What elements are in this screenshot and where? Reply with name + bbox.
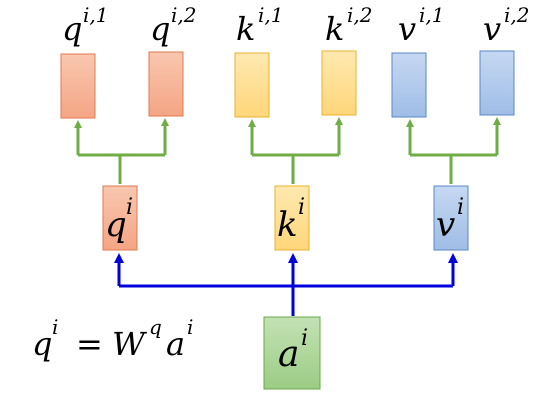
vector-q-i1 — [60, 53, 96, 119]
svg-text:i: i — [187, 315, 193, 339]
svg-text:i: i — [52, 315, 58, 339]
svg-text:q: q — [105, 205, 127, 245]
svg-text:q: q — [150, 10, 170, 48]
split-connector-k — [248, 117, 343, 184]
vector-q-i — [102, 185, 138, 251]
svg-text:i,2: i,2 — [504, 3, 529, 27]
label-k-i1: k i,1 — [236, 3, 283, 48]
svg-text:v: v — [436, 205, 455, 245]
label-v-i2: v i,2 — [483, 3, 529, 48]
label-k-i: k i — [277, 195, 305, 245]
svg-text:q: q — [32, 325, 52, 363]
label-q-i1: q i,1 — [62, 3, 108, 48]
svg-text:W: W — [112, 325, 148, 363]
svg-text:=: = — [76, 325, 103, 363]
label-k-i2: k i,2 — [325, 3, 372, 48]
svg-text:k: k — [236, 10, 255, 48]
svg-text:i,1: i,1 — [419, 3, 444, 27]
svg-text:i: i — [126, 195, 133, 220]
svg-text:v: v — [398, 10, 416, 48]
svg-text:i,2: i,2 — [347, 3, 372, 27]
vector-k-i — [274, 185, 310, 251]
vector-v-i2 — [479, 50, 515, 116]
vector-a-i — [263, 316, 321, 390]
svg-text:k: k — [277, 205, 298, 245]
svg-text:a: a — [278, 334, 299, 375]
vector-v-i1 — [391, 52, 427, 118]
label-v-i1: v i,1 — [398, 3, 444, 48]
vector-q-i2 — [148, 51, 184, 117]
svg-text:q: q — [149, 315, 162, 339]
split-connector-v — [406, 117, 501, 184]
vector-v-i — [433, 185, 469, 251]
label-q-i2: q i,2 — [150, 3, 196, 48]
svg-text:i,2: i,2 — [171, 3, 196, 27]
label-q-i: q i — [105, 195, 133, 245]
svg-text:i,1: i,1 — [83, 3, 108, 27]
split-connector-q — [74, 118, 169, 184]
svg-text:i: i — [298, 195, 305, 220]
projection-connector — [114, 253, 458, 316]
svg-text:i: i — [301, 326, 308, 351]
svg-text:i,1: i,1 — [258, 3, 283, 27]
svg-text:a: a — [166, 325, 185, 363]
svg-text:q: q — [62, 10, 82, 48]
svg-text:k: k — [325, 10, 344, 48]
label-a-i: a i — [278, 326, 308, 375]
svg-text:i: i — [457, 195, 464, 220]
equation-q-projection: q i = W q a i — [32, 315, 193, 363]
vector-k-i2 — [321, 50, 357, 116]
label-v-i: v i — [436, 195, 464, 245]
svg-text:v: v — [483, 10, 501, 48]
vector-k-i1 — [234, 52, 270, 118]
